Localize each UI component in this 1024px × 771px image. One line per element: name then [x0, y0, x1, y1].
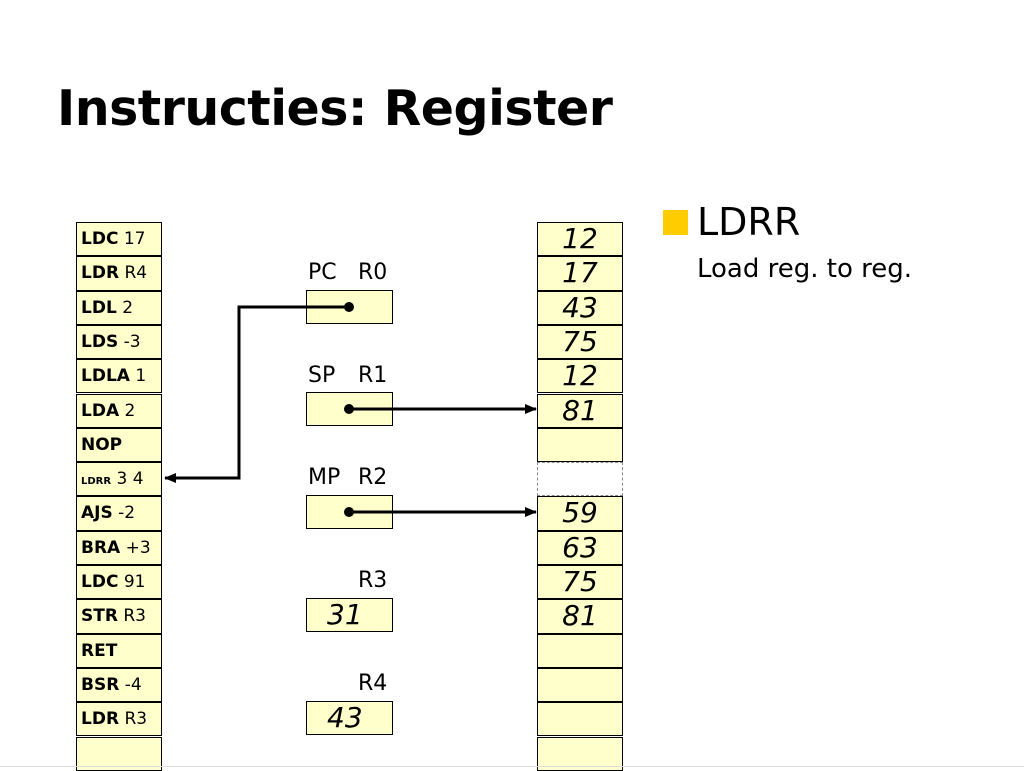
- register-alias: SP: [308, 363, 336, 388]
- register-alias: PC: [308, 260, 337, 285]
- instruction-argument: R4: [124, 263, 148, 284]
- register-label: SP R1: [308, 363, 387, 388]
- instruction-argument: 3 4: [116, 469, 144, 490]
- bullet-subtitle: Load reg. to reg.: [697, 254, 913, 284]
- instruction-cell: AJS -2: [76, 496, 162, 531]
- memory-cell: [537, 702, 623, 737]
- memory-value: 17: [562, 256, 598, 290]
- instruction-opcode: LDC: [81, 229, 119, 249]
- register-name: R0: [358, 260, 388, 285]
- instruction-opcode: LDR: [81, 709, 120, 730]
- footer-rule: [0, 766, 1024, 767]
- instruction-opcode: AJS: [81, 503, 113, 524]
- memory-cell: 75: [537, 324, 623, 360]
- bullet-title: LDRR: [697, 200, 801, 244]
- instruction-opcode: BRA: [81, 537, 121, 558]
- instruction-argument: 17: [123, 229, 146, 249]
- memory-cell: [537, 427, 623, 463]
- instruction-argument: 2: [122, 297, 134, 318]
- memory-cell: 81: [537, 393, 623, 428]
- register-label: MP R2: [308, 465, 387, 490]
- bullet-square-icon: [663, 210, 688, 235]
- register-alias: MP: [308, 465, 341, 490]
- instruction-argument: 2: [124, 400, 136, 421]
- instruction-argument: -2: [118, 503, 136, 524]
- memory-gap: [537, 462, 623, 497]
- memory-cell: 17: [537, 256, 623, 291]
- memory-cell: [537, 736, 623, 771]
- memory-value: 12: [562, 359, 598, 393]
- register-value: 43: [327, 701, 363, 734]
- instruction-argument: -4: [124, 674, 142, 695]
- instruction-cell: LDS -3: [76, 324, 162, 360]
- memory-cell: 59: [537, 496, 623, 531]
- instruction-argument: 1: [135, 366, 147, 387]
- instruction-cell: [76, 736, 162, 771]
- register-name: R4: [358, 671, 388, 696]
- instruction-opcode: LDLA: [81, 366, 130, 387]
- memory-cell: 75: [537, 565, 623, 600]
- memory-value: 75: [562, 324, 598, 358]
- register-name: R2: [358, 465, 388, 490]
- instruction-argument: R3: [123, 606, 146, 627]
- instruction-argument: +3: [125, 537, 151, 558]
- instruction-opcode: LDC: [81, 572, 119, 592]
- memory-value: 81: [562, 393, 598, 427]
- instruction-opcode: LDA: [81, 400, 120, 421]
- memory-value: 63: [562, 530, 598, 564]
- instruction-argument: R3: [124, 709, 148, 730]
- instruction-opcode: LDL: [81, 297, 117, 318]
- register-name: R1: [358, 363, 388, 388]
- instruction-opcode: RET: [81, 640, 118, 661]
- instruction-cell: LDA 2: [76, 393, 162, 428]
- register-value: 31: [327, 598, 363, 631]
- instruction-opcode: LDRR: [81, 476, 112, 488]
- memory-cell: [537, 667, 623, 703]
- memory-cell: 12: [537, 222, 623, 257]
- instruction-opcode: STR: [81, 606, 118, 627]
- instruction-cell: RET: [76, 633, 162, 668]
- slide-title: Instructies: Register: [57, 80, 613, 137]
- memory-cell: 81: [537, 599, 623, 634]
- memory-cell: 12: [537, 359, 623, 394]
- memory-value: 12: [562, 222, 598, 255]
- register-name: R3: [358, 568, 388, 593]
- instruction-cell: BRA +3: [76, 530, 162, 565]
- instruction-cell: LDL 2: [76, 290, 162, 325]
- instruction-cell: STR R3: [76, 599, 162, 634]
- register-label: R3: [308, 568, 387, 593]
- instruction-cell: LDRR 3 4: [76, 462, 162, 497]
- instruction-cell: LDC 91: [76, 565, 162, 600]
- register-box: 43: [306, 701, 393, 736]
- instruction-cell: LDLA 1: [76, 359, 162, 394]
- instruction-cell: LDC 17: [76, 222, 162, 257]
- instruction-argument: -3: [123, 331, 141, 352]
- pc-pointer-arrow: [164, 305, 349, 483]
- register-box: 31: [306, 598, 393, 633]
- memory-value: 75: [562, 565, 598, 598]
- instruction-opcode: BSR: [81, 674, 120, 695]
- instruction-cell: BSR -4: [76, 667, 162, 703]
- memory-cell: 63: [537, 530, 623, 565]
- instruction-opcode: LDR: [81, 263, 120, 284]
- memory-cell: 43: [537, 290, 623, 325]
- instruction-cell: NOP: [76, 427, 162, 463]
- instruction-argument: 91: [123, 572, 146, 592]
- memory-cell: [537, 633, 623, 668]
- instruction-cell: LDR R4: [76, 256, 162, 291]
- register-label: PC R0: [308, 260, 387, 285]
- memory-value: 59: [562, 496, 598, 530]
- instruction-opcode: LDS: [81, 331, 119, 352]
- instruction-opcode: NOP: [81, 434, 123, 455]
- register-label: R4: [308, 671, 387, 696]
- memory-value: 81: [562, 599, 598, 633]
- instruction-cell: LDR R3: [76, 702, 162, 737]
- memory-value: 43: [562, 290, 598, 324]
